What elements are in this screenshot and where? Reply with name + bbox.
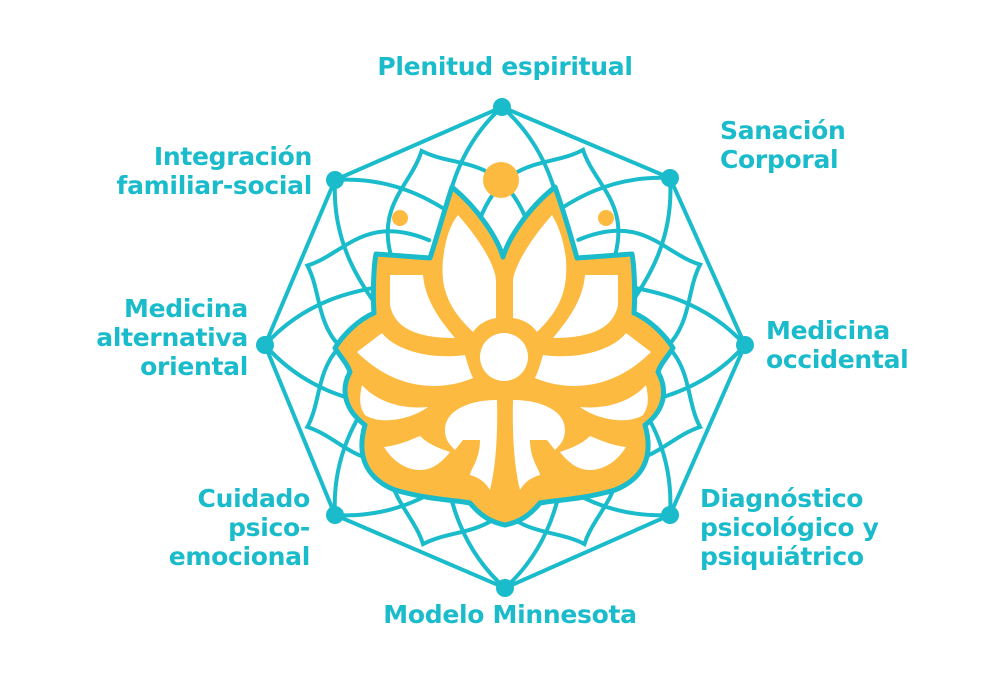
label-line: occidental bbox=[766, 345, 909, 374]
label-line: oriental bbox=[140, 352, 248, 381]
node-dot-icon bbox=[736, 336, 754, 354]
label-line: familiar-social bbox=[116, 171, 313, 200]
lotus-flower-icon bbox=[332, 184, 676, 528]
label-line: Sanación bbox=[720, 116, 846, 145]
label-plenitud-espiritual: Plenitud espiritual bbox=[377, 52, 633, 81]
node-dot-icon bbox=[661, 506, 679, 524]
label-line: Cuidado bbox=[197, 484, 311, 513]
label-modelo-minnesota: Modelo Minnesota bbox=[383, 600, 637, 629]
label-medicina-alternativa: Medicina alternativa oriental bbox=[96, 294, 248, 381]
node-dot-icon bbox=[661, 169, 679, 187]
label-line: emocional bbox=[168, 542, 311, 571]
top-dot-icon bbox=[483, 162, 519, 198]
node-dot-icon bbox=[496, 579, 514, 597]
leaf-curve bbox=[332, 178, 379, 308]
label-medicina-occidental: Medicina occidental bbox=[766, 316, 909, 374]
label-line: psiquiátrico bbox=[700, 542, 864, 571]
label-sanacion-corporal: Sanación Corporal bbox=[720, 116, 846, 174]
label-line: alternativa bbox=[96, 323, 248, 352]
label-cuidado-psicoemocional: Cuidado psico- emocional bbox=[168, 484, 311, 571]
label-line: Integración bbox=[153, 142, 312, 171]
petal-outline bbox=[576, 228, 704, 371]
petal-outline bbox=[304, 229, 432, 372]
label-integracion-familiar: Integración familiar-social bbox=[116, 142, 313, 200]
label-line: Medicina bbox=[766, 316, 890, 345]
node-dot-icon bbox=[326, 506, 344, 524]
left-dot-icon bbox=[392, 210, 408, 226]
label-line: psico- bbox=[228, 513, 310, 542]
label-line: Diagnóstico bbox=[700, 484, 864, 513]
label-line: psicológico y bbox=[700, 513, 879, 542]
label-line: Medicina bbox=[124, 294, 248, 323]
label-diagnostico: Diagnóstico psicológico y psiquiátrico bbox=[700, 484, 879, 571]
node-dot-icon bbox=[326, 171, 344, 189]
label-line: Corporal bbox=[720, 145, 839, 174]
right-dot-icon bbox=[598, 210, 614, 226]
node-dot-icon bbox=[256, 336, 274, 354]
node-dot-icon bbox=[493, 98, 511, 116]
